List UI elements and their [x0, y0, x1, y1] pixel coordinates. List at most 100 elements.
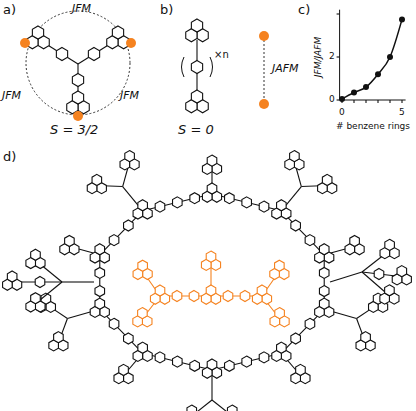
data-point [375, 71, 381, 77]
bond [401, 100, 402, 103]
benzene-ring [31, 293, 41, 304]
benzene-ring [207, 155, 217, 166]
spin-dot [126, 38, 136, 48]
benzene-ring [173, 356, 183, 367]
benzene-ring [112, 26, 123, 39]
benzene-ring [72, 74, 83, 87]
benzene-ring [172, 290, 182, 301]
benzene-ring [322, 174, 332, 185]
label: S = 3/2 [50, 123, 98, 136]
benzene-ring [257, 285, 267, 296]
data-point [339, 96, 345, 102]
benzene-ring [350, 235, 360, 246]
label: JAFM [272, 63, 299, 74]
benzene-ring [191, 19, 202, 32]
panel-b-art [182, 19, 270, 113]
benzene-ring [138, 200, 148, 211]
label: JFM/JAFM [314, 37, 323, 77]
benzene-ring [290, 151, 300, 162]
spin-dot [259, 31, 269, 41]
benzene-ring [305, 235, 315, 246]
axes [340, 10, 406, 100]
label: ×n [214, 50, 229, 60]
benzene-ring [190, 360, 200, 371]
benzene-ring [361, 332, 371, 343]
label: JFM [72, 3, 91, 14]
benzene-ring [109, 235, 119, 246]
benzene-ring [275, 260, 285, 271]
benzene-ring [374, 268, 384, 279]
dashed-coupling [264, 36, 265, 104]
label: b) [160, 3, 173, 16]
benzene-ring [296, 364, 306, 375]
bond [46, 44, 78, 64]
benzene-ring [173, 197, 183, 208]
panel-d-network [3, 151, 412, 411]
data-point [399, 16, 405, 22]
bond [212, 400, 228, 411]
paren [182, 57, 185, 77]
paren [210, 57, 213, 77]
benzene-ring [35, 276, 45, 287]
benzene-ring [242, 197, 252, 208]
label: JFM [120, 90, 139, 101]
bond [78, 44, 110, 64]
benzene-ring [138, 342, 148, 353]
label: c) [298, 3, 310, 16]
benzene-ring [125, 151, 135, 162]
benzene-ring [189, 290, 199, 301]
data-point [387, 54, 393, 60]
panel-c-chart [337, 10, 406, 103]
benzene-ring [95, 298, 105, 309]
label: d) [3, 150, 16, 163]
benzene-ring [225, 360, 235, 371]
benzene-ring [191, 90, 202, 103]
benzene-ring [207, 359, 217, 370]
benzene-ring [95, 267, 105, 278]
data-point [363, 84, 369, 90]
benzene-ring [138, 260, 148, 271]
benzene-ring [385, 239, 395, 250]
benzene-ring [138, 308, 148, 319]
benzene-ring [155, 285, 165, 296]
benzene-ring [242, 356, 252, 367]
benzene-ring [319, 298, 329, 309]
benzene-ring [277, 200, 287, 211]
bond [143, 194, 212, 211]
benzene-ring [225, 193, 235, 204]
benzene-ring [88, 48, 99, 61]
benzene-ring [305, 318, 315, 329]
benzene-ring [36, 301, 46, 312]
benzene-ring [206, 251, 216, 262]
benzene-ring [277, 342, 287, 353]
bond [337, 56, 340, 57]
benzene-ring [227, 405, 237, 411]
benzene-ring [206, 285, 216, 296]
label: 0 [329, 95, 335, 104]
benzene-ring [92, 174, 102, 185]
benzene-ring [223, 290, 233, 301]
benzene-ring [319, 267, 329, 278]
benzene-ring [319, 244, 329, 255]
label: JFM [2, 90, 21, 101]
benzene-ring [155, 201, 165, 212]
benzene-ring [109, 318, 119, 329]
benzene-ring [397, 266, 407, 277]
benzene-ring [32, 26, 43, 39]
bond [337, 13, 340, 14]
data-point [351, 89, 357, 95]
label: 0 [339, 108, 345, 117]
bond [196, 400, 212, 411]
bond [389, 100, 390, 103]
benzene-ring [155, 352, 165, 363]
benzene-ring [95, 286, 105, 297]
bond [212, 194, 281, 211]
spin-dot [259, 99, 269, 109]
dashed-circle [26, 11, 130, 115]
benzene-ring [187, 405, 197, 411]
benzene-ring [124, 220, 134, 231]
label: a) [3, 3, 16, 16]
label: 2 [329, 52, 335, 61]
benzene-ring [291, 220, 301, 231]
benzene-ring [95, 244, 105, 255]
